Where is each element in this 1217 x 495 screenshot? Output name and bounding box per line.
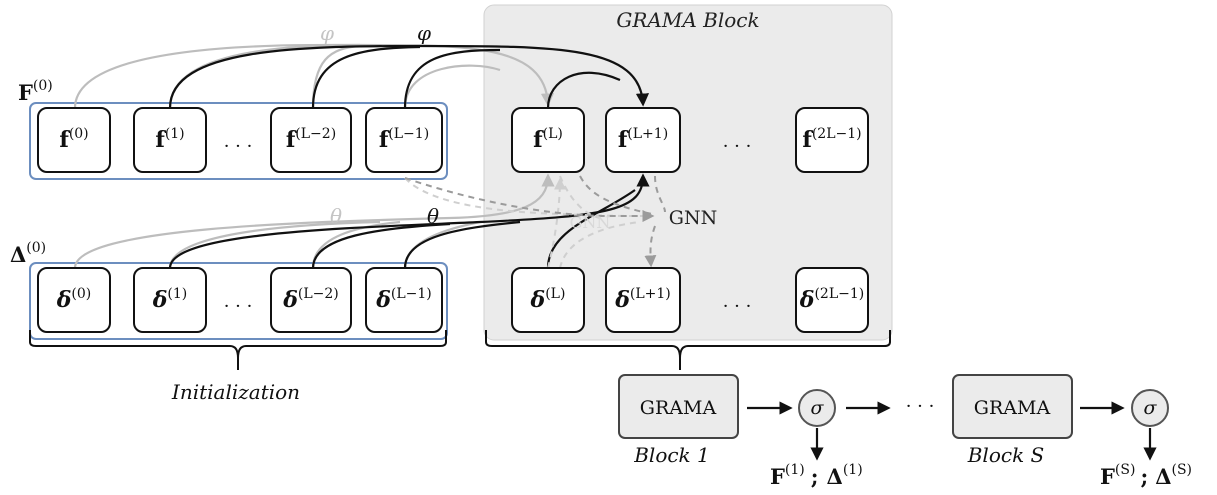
node-f-1: f(1) — [133, 107, 207, 173]
node-f-0: f(0) — [37, 107, 111, 173]
block-S-label: Block S — [967, 443, 1045, 467]
ellipsis-init-f: · · · — [224, 136, 253, 157]
svg-text:δ(L+1): δ(L+1) — [614, 286, 671, 313]
svg-text:f(0): f(0) — [59, 126, 88, 153]
ellipsis-init-delta: · · · — [224, 296, 253, 317]
svg-text:σ: σ — [811, 397, 825, 419]
svg-text:σ: σ — [1144, 397, 1158, 419]
phi-dark-label: φ — [417, 21, 431, 45]
sigma-1: σ — [798, 389, 836, 427]
gnn-ghost-label: GNN — [570, 213, 611, 232]
F0-label: F(0) — [18, 78, 53, 105]
sigma-S: σ — [1131, 389, 1169, 427]
block-1-label: Block 1 — [633, 443, 710, 467]
F0-group-box — [29, 102, 448, 180]
node-f-L-1: f(L−1) — [365, 107, 443, 173]
svg-text:f(L−1): f(L−1) — [379, 126, 429, 153]
grama-block-background — [483, 4, 893, 341]
svg-text:δ(0): δ(0) — [56, 286, 92, 313]
phi-dark-arcs — [168, 44, 650, 109]
node-delta-L+1: δ(L+1) — [605, 267, 681, 333]
Delta0-label: Δ(0) — [10, 240, 46, 267]
output-1: F(1);Δ(1) — [770, 462, 863, 489]
gnn-label: GNN — [669, 207, 717, 229]
block-brace — [485, 330, 891, 370]
svg-text:δ(L−1): δ(L−1) — [375, 286, 432, 313]
svg-text:f(L−2): f(L−2) — [286, 126, 336, 153]
svg-text:GRAMA: GRAMA — [640, 397, 717, 419]
gnn-dashed-connections — [404, 175, 666, 269]
svg-text:f(1): f(1) — [155, 126, 184, 153]
init-label: Initialization — [171, 380, 300, 404]
svg-text:δ(2L−1): δ(2L−1) — [799, 286, 864, 313]
theta-light-label: θ — [330, 204, 342, 228]
node-delta-1: δ(1) — [133, 267, 207, 333]
output-S: F(S);Δ(S) — [1100, 462, 1192, 489]
grama-block-title: GRAMA Block — [616, 8, 759, 32]
node-delta-L-2: δ(L−2) — [270, 267, 352, 333]
grama-block-S: GRAMA — [952, 374, 1073, 439]
svg-text:f(L+1): f(L+1) — [618, 126, 668, 153]
node-delta-0: δ(0) — [37, 267, 111, 333]
node-f-2L-1: f(2L−1) — [795, 107, 869, 173]
node-f-L+1: f(L+1) — [605, 107, 681, 173]
ellipsis-pipeline: · · · — [906, 396, 935, 417]
grama-block-1: GRAMA — [618, 374, 739, 439]
node-f-L-2: f(L−2) — [270, 107, 352, 173]
node-f-L: f(L) — [511, 107, 585, 173]
node-delta-L: δ(L) — [511, 267, 585, 333]
theta-dark-label: θ — [427, 204, 439, 228]
svg-text:f(2L−1): f(2L−1) — [802, 126, 861, 153]
svg-text:δ(L): δ(L) — [530, 286, 566, 313]
ellipsis-block-f: · · · — [723, 136, 752, 157]
svg-text:GRAMA: GRAMA — [974, 397, 1051, 419]
svg-text:δ(L−2): δ(L−2) — [282, 286, 339, 313]
node-delta-2L-1: δ(2L−1) — [795, 267, 869, 333]
phi-light-label: φ — [320, 21, 334, 45]
ellipsis-block-delta: · · · — [723, 296, 752, 317]
Delta0-group-box — [29, 262, 448, 340]
svg-text:δ(1): δ(1) — [152, 286, 188, 313]
init-brace — [29, 330, 447, 370]
node-delta-L-1: δ(L−1) — [365, 267, 443, 333]
phi-light-arcs — [73, 43, 555, 109]
svg-text:f(L): f(L) — [533, 126, 563, 153]
